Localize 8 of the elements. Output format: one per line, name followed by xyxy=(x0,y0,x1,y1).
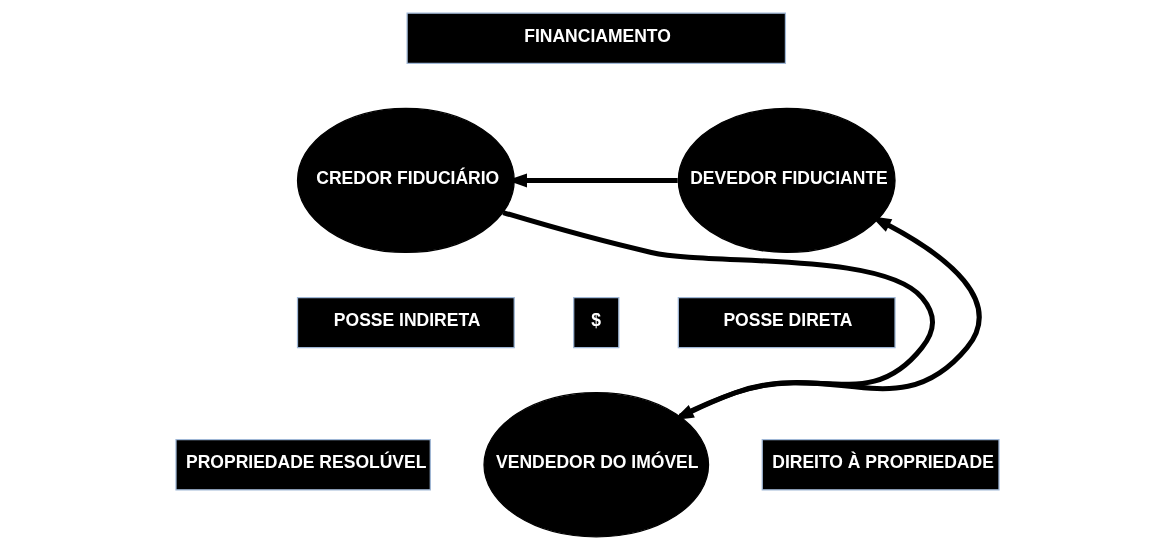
node-box: FINANCIAMENTO xyxy=(406,12,787,64)
node-ellipse: VENDEDOR DO IMÓVEL xyxy=(483,392,710,538)
node-box: POSSE INDIRETA xyxy=(296,296,515,349)
node-box: $ xyxy=(573,296,620,349)
node-box: POSSE DIRETA xyxy=(677,296,896,349)
node-box: PROPRIEDADE RESOLÚVEL xyxy=(175,439,431,491)
node-ellipse: CREDOR FIDUCIÁRIO xyxy=(296,107,515,254)
node-box: DIREITO À PROPRIEDADE xyxy=(761,439,1000,491)
